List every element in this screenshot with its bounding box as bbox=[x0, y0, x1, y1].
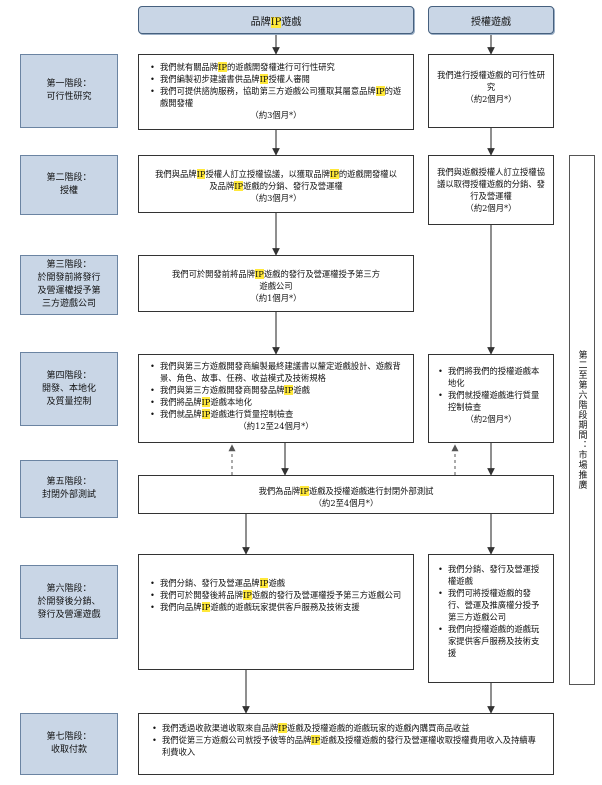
stage-1-brand-box: 我們就有關品牌IP的遊戲開發權進行可行性研究 我們編製初步建議書供品牌IP授權人… bbox=[138, 54, 414, 130]
stage-2-licensed-box: 我們與遊戲授權人訂立授權協議以取得授權遊戲的分銷、發行及營運權 （約2個月*） bbox=[428, 155, 554, 225]
list-item: 我們與第三方遊戲開發商開發品牌IP遊戲 bbox=[150, 384, 405, 396]
list-item: 我們可提供諮詢服務，協助第三方遊戲公司獲取其屬意品牌IP的遊戲開發權 bbox=[150, 85, 405, 109]
stage-6-brand-box: 我們分銷、發行及營運品牌IP遊戲 我們可於開發後將品牌IP遊戲的發行及營運權授予… bbox=[138, 554, 414, 670]
stage-4-label: 第四階段：開發、本地化及質量控制 bbox=[20, 352, 118, 426]
list-item: 我們可於開發後將品牌IP遊戲的發行及營運權授予第三方遊戲公司 bbox=[150, 589, 405, 601]
stage-3-brand-text: 我們可於開發前將品牌IP遊戲的發行及營運權授予第三方遊戲公司 bbox=[171, 269, 381, 291]
stage-7-label: 第七階段：收取付款 bbox=[20, 713, 118, 775]
header-licensed-games: 授權遊戲 bbox=[428, 6, 554, 34]
stage-3-label: 第三階段：於開發前將發行及營運權授予第三方遊戲公司 bbox=[20, 255, 118, 315]
stage-7-shared-list: 我們透過收款渠道收取來自品牌IP遊戲及授權遊戲的遊戲玩家的遊戲內購買商品收益 我… bbox=[149, 722, 543, 758]
stage-2-brand-duration: （約3個月*） bbox=[250, 193, 302, 203]
header-licensed-label: 授權遊戲 bbox=[471, 16, 511, 28]
stage-6-label: 第六階段：於開發後分銷、發行及營運遊戲 bbox=[20, 565, 118, 639]
stage-3-brand-duration: （約1個月*） bbox=[250, 293, 302, 303]
stage-4-brand-duration: （約12至24個月*） bbox=[238, 421, 314, 431]
list-item: 我們編製初步建議書供品牌IP授權人審閱 bbox=[150, 73, 405, 85]
stage-5-shared-duration: （約2至4個月*） bbox=[313, 498, 379, 508]
list-item: 我們就品牌IP遊戲進行質量控制檢查 bbox=[150, 408, 405, 420]
stage-4-brand-box: 我們與第三方遊戲開發商編製最終建議書以釐定遊戲設計、遊戲背景、角色、故事、任務、… bbox=[138, 354, 414, 443]
list-item: 我們將我們的授權遊戲本地化 bbox=[438, 365, 547, 389]
list-item: 我們就有關品牌IP的遊戲開發權進行可行性研究 bbox=[150, 61, 405, 73]
list-item: 我們向授權遊戲的遊戲玩家提供客戶服務及技術支援 bbox=[438, 623, 547, 659]
list-item: 我們與第三方遊戲開發商編製最終建議書以釐定遊戲設計、遊戲背景、角色、故事、任務、… bbox=[150, 360, 405, 384]
stage-2-brand-text: 我們與品牌IP授權人訂立授權協議，以獲取品牌IP的遊戲開發權以及品牌IP遊戲的分… bbox=[155, 169, 397, 191]
header-brand-ip-games: 品牌IP遊戲 bbox=[138, 6, 414, 34]
list-item: 我們分銷、發行及營運品牌IP遊戲 bbox=[150, 577, 405, 589]
stage-6-licensed-box: 我們分銷、發行及營運授權遊戲 我們可將授權遊戲的發行、營運及推廣權分授予第三方遊… bbox=[428, 554, 554, 683]
stage-4-licensed-box: 我們將我們的授權遊戲本地化 我們就授權遊戲進行質量控制檢查 （約2個月*） bbox=[428, 354, 554, 443]
stage-1-licensed-text: 我們進行授權遊戲的可行性研究 bbox=[437, 70, 545, 92]
list-item: 我們從第三方遊戲公司就授予彼等的品牌IP遊戲及授權遊戲的發行及營運權收取授權費用… bbox=[152, 734, 543, 758]
stage-2-brand-box: 我們與品牌IP授權人訂立授權協議，以獲取品牌IP的遊戲開發權以及品牌IP遊戲的分… bbox=[138, 155, 414, 213]
stage-5-shared-box: 我們為品牌IP遊戲及授權遊戲進行封閉外部測試 （約2至4個月*） bbox=[138, 475, 554, 514]
list-item: 我們就授權遊戲進行質量控制檢查 bbox=[438, 389, 547, 413]
side-marketing-label: 第二至第六階段期間：市場推廣 bbox=[569, 155, 595, 685]
stage-6-brand-list: 我們分銷、發行及營運品牌IP遊戲 我們可於開發後將品牌IP遊戲的發行及營運權授予… bbox=[147, 577, 405, 613]
stage-1-brand-duration: （約3個月*） bbox=[250, 110, 302, 120]
stage-7-shared-box: 我們透過收款渠道收取來自品牌IP遊戲及授權遊戲的遊戲玩家的遊戲內購買商品收益 我… bbox=[138, 713, 554, 775]
stage-2-licensed-text: 我們與遊戲授權人訂立授權協議以取得授權遊戲的分銷、發行及營運權 bbox=[437, 167, 545, 201]
list-item: 我們將品牌IP遊戲本地化 bbox=[150, 396, 405, 408]
stage-4-licensed-duration: （約2個月*） bbox=[465, 414, 517, 424]
stage-2-label: 第二階段：授權 bbox=[20, 155, 118, 215]
stage-1-licensed-box: 我們進行授權遊戲的可行性研究 （約2個月*） bbox=[428, 54, 554, 128]
stage-6-licensed-list: 我們分銷、發行及營運授權遊戲 我們可將授權遊戲的發行、營運及推廣權分授予第三方遊… bbox=[435, 563, 547, 659]
list-item: 我們可將授權遊戲的發行、營運及推廣權分授予第三方遊戲公司 bbox=[438, 587, 547, 623]
list-item: 我們透過收款渠道收取來自品牌IP遊戲及授權遊戲的遊戲玩家的遊戲內購買商品收益 bbox=[152, 722, 543, 734]
stage-4-licensed-list: 我們將我們的授權遊戲本地化 我們就授權遊戲進行質量控制檢查 bbox=[435, 365, 547, 413]
stage-1-licensed-duration: （約2個月*） bbox=[465, 94, 517, 104]
stage-5-label: 第五階段：封閉外部測試 bbox=[20, 460, 118, 518]
stage-1-label: 第一階段：可行性研究 bbox=[20, 54, 118, 128]
list-item: 我們向品牌IP遊戲的遊戲玩家提供客戶服務及技術支援 bbox=[150, 601, 405, 613]
stage-3-brand-box: 我們可於開發前將品牌IP遊戲的發行及營運權授予第三方遊戲公司 （約1個月*） bbox=[138, 255, 414, 312]
stage-2-licensed-duration: （約2個月*） bbox=[465, 203, 517, 213]
stage-5-shared-text: 我們為品牌IP遊戲及授權遊戲進行封閉外部測試 bbox=[258, 486, 434, 496]
stage-1-brand-list: 我們就有關品牌IP的遊戲開發權進行可行性研究 我們編製初步建議書供品牌IP授權人… bbox=[147, 61, 405, 109]
list-item: 我們分銷、發行及營運授權遊戲 bbox=[438, 563, 547, 587]
header-brand-label: 品牌IP遊戲 bbox=[250, 16, 302, 28]
stage-4-brand-list: 我們與第三方遊戲開發商編製最終建議書以釐定遊戲設計、遊戲背景、角色、故事、任務、… bbox=[147, 360, 405, 420]
